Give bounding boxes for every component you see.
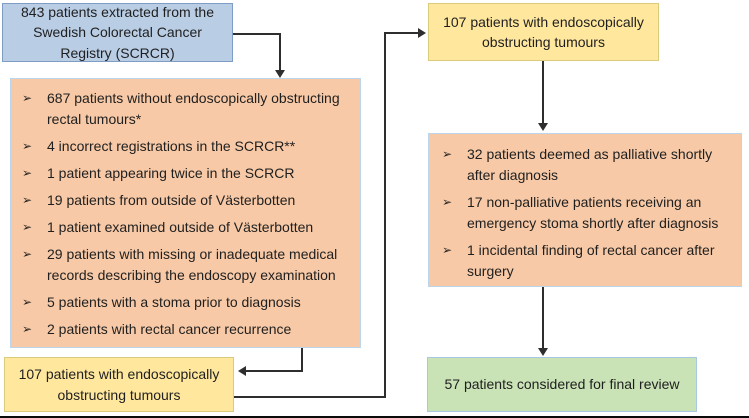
arrow-bullet-icon: ➢	[22, 322, 33, 336]
final-review-box: 57 patients considered for final review	[427, 357, 697, 412]
connector-crossover-vertical	[384, 32, 386, 398]
primary-exclusions-box: ➢ 687 patients without endoscopically ob…	[10, 78, 361, 348]
connector-exclusions-horizontal	[245, 370, 303, 372]
list-item: ➢ 1 patient examined outside of Västerbo…	[21, 217, 354, 238]
exclusion-text: 29 patients with missing or inadequate m…	[47, 246, 338, 283]
arrow-bullet-icon: ➢	[442, 147, 453, 161]
arrow-bullet-icon: ➢	[22, 193, 33, 207]
connector-source-horizontal	[233, 33, 281, 35]
final-review-label: 57 patients considered for final review	[444, 376, 680, 393]
arrow-bullet-icon: ➢	[22, 166, 33, 180]
exclusion-text: 1 patient appearing twice in the SCRCR	[47, 165, 295, 181]
obstructing-tumours-label: 107 patients with endoscopically obstruc…	[443, 13, 644, 50]
list-item: ➢ 19 patients from outside of Västerbott…	[21, 190, 354, 211]
connector-crossover-bottom	[234, 396, 386, 398]
arrow-bullet-icon: ➢	[22, 139, 33, 153]
exclusion-text: 1 incidental finding of rectal cancer af…	[467, 242, 715, 279]
obstructing-tumours-label: 107 patients with endoscopically obstruc…	[18, 366, 220, 403]
arrow-bullet-icon: ➢	[22, 91, 33, 105]
exclusion-text: 1 patient examined outside of Västerbott…	[47, 219, 314, 235]
arrow-bullet-icon: ➢	[22, 220, 33, 234]
arrowhead-down-icon	[275, 70, 285, 78]
arrowhead-down-icon	[538, 348, 548, 356]
list-item: ➢ 4 incorrect registrations in the SCRCR…	[21, 136, 354, 157]
arrow-bullet-icon: ➢	[442, 243, 453, 257]
exclusion-text: 32 patients deemed as palliative shortly…	[467, 146, 713, 183]
primary-exclusions-list: ➢ 687 patients without endoscopically ob…	[21, 88, 354, 340]
list-item: ➢ 5 patients with a stoma prior to diagn…	[21, 292, 354, 313]
figure-bottom-rule	[0, 416, 749, 418]
obstructing-tumours-box-right: 107 patients with endoscopically obstruc…	[428, 3, 659, 61]
connector-right-upper-vertical	[542, 61, 544, 124]
exclusion-text: 2 patients with rectal cancer recurrence	[47, 321, 292, 337]
exclusion-text: 19 patients from outside of Västerbotten	[47, 192, 296, 208]
obstructing-tumours-box-left: 107 patients with endoscopically obstruc…	[4, 357, 234, 412]
arrowhead-down-icon	[538, 123, 548, 131]
secondary-exclusions-box: ➢ 32 patients deemed as palliative short…	[428, 133, 742, 287]
source-registry-box: 843 patients extracted from the Swedish …	[2, 3, 233, 62]
connector-exclusions-vertical	[301, 348, 303, 372]
connector-crossover-top	[384, 32, 419, 34]
secondary-exclusions-list: ➢ 32 patients deemed as palliative short…	[441, 144, 737, 282]
list-item: ➢ 2 patients with rectal cancer recurren…	[21, 319, 354, 340]
arrow-bullet-icon: ➢	[22, 247, 33, 261]
arrow-bullet-icon: ➢	[22, 295, 33, 309]
list-item: ➢ 17 non-palliative patients receiving a…	[441, 192, 737, 234]
source-registry-label: 843 patients extracted from the Swedish …	[21, 4, 214, 61]
connector-right-lower-vertical	[542, 287, 544, 349]
list-item: ➢ 29 patients with missing or inadequate…	[21, 244, 354, 286]
arrowhead-right-icon	[418, 28, 426, 38]
list-item: ➢ 687 patients without endoscopically ob…	[21, 88, 354, 130]
list-item: ➢ 1 incidental finding of rectal cancer …	[441, 240, 737, 282]
arrowhead-left-icon	[238, 366, 246, 376]
arrow-bullet-icon: ➢	[442, 195, 453, 209]
exclusion-text: 4 incorrect registrations in the SCRCR**	[47, 138, 296, 154]
list-item: ➢ 1 patient appearing twice in the SCRCR	[21, 163, 354, 184]
exclusion-text: 17 non-palliative patients receiving an …	[467, 194, 719, 231]
exclusion-text: 687 patients without endoscopically obst…	[47, 90, 340, 127]
connector-source-vertical	[279, 33, 281, 71]
exclusion-text: 5 patients with a stoma prior to diagnos…	[47, 294, 301, 310]
list-item: ➢ 32 patients deemed as palliative short…	[441, 144, 737, 186]
